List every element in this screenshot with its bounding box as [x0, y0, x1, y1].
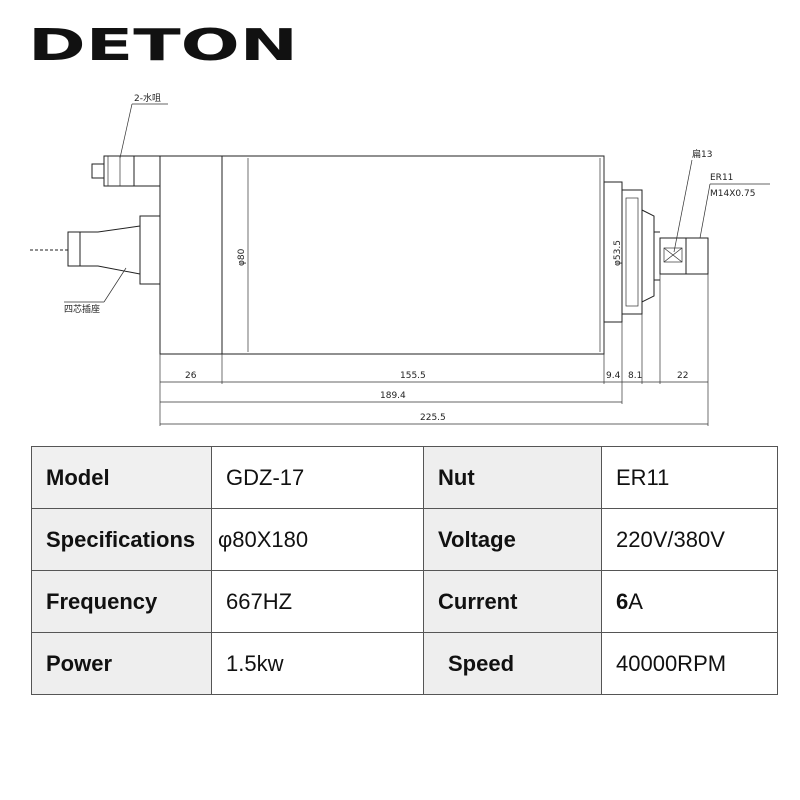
logo-text: DETON — [28, 24, 298, 64]
current-unit: A — [628, 588, 643, 614]
table-row: Model GDZ-17 Nut ER11 — [31, 446, 778, 509]
diameter-body: φ80 — [237, 248, 247, 266]
front-flange — [603, 181, 660, 323]
current-label: Current — [423, 570, 602, 633]
dim-155-5: 155.5 — [400, 371, 426, 381]
nut-value: ER11 — [601, 446, 778, 509]
dim-26: 26 — [185, 371, 197, 381]
dim-8-1: 8.1 — [628, 371, 642, 381]
table-row: Power 1.5kw Speed 40000RPM — [31, 632, 778, 695]
er11-nut — [659, 237, 709, 275]
dim-22: 22 — [677, 371, 688, 381]
callouts: 2-水咀 四芯插座 扁13 ER11 M14X0.75 — [64, 92, 770, 315]
table-row: Specifications φ80X180 Voltage 220V/380V — [31, 508, 778, 571]
specifications-value: φ80X180 — [211, 508, 424, 571]
spec-table: Model GDZ-17 Nut ER11 Specifications φ80… — [31, 446, 778, 695]
callout-thread: M14X0.75 — [710, 189, 755, 199]
water-nozzle — [91, 155, 161, 187]
spindle-body — [159, 155, 605, 355]
dim-225-5: 225.5 — [420, 413, 446, 423]
callout-flat: 扁13 — [692, 148, 712, 160]
voltage-label: Voltage — [423, 508, 602, 571]
speed-value: 40000RPM — [601, 632, 778, 695]
frequency-value: 667HZ — [211, 570, 424, 633]
table-row: Frequency 667HZ Current 6A — [31, 570, 778, 633]
callout-water-nozzle: 2-水咀 — [134, 92, 161, 104]
dim-189-4: 189.4 — [380, 391, 406, 401]
model-label: Model — [31, 446, 212, 509]
current-value: 6A — [601, 570, 778, 633]
power-label: Power — [31, 632, 212, 695]
four-core-connector — [30, 215, 161, 285]
callout-collet: ER11 — [710, 173, 733, 183]
speed-label: Speed — [423, 632, 602, 695]
current-number: 6 — [616, 588, 629, 614]
spindle-technical-drawing: 2-水咀 四芯插座 扁13 ER11 M14X0.75 φ80 φ53.5 26… — [30, 92, 770, 426]
dim-9-4: 9.4 — [606, 371, 621, 381]
dimension-lines: 26 155.5 9.4 8.1 22 189.4 225.5 — [159, 274, 709, 426]
diameter-labels: φ80 φ53.5 — [237, 240, 623, 266]
nut-label: Nut — [423, 446, 602, 509]
power-value: 1.5kw — [211, 632, 424, 695]
model-value: GDZ-17 — [211, 446, 424, 509]
diameter-flange: φ53.5 — [613, 240, 623, 266]
deton-logo: DETON — [28, 24, 298, 64]
callout-connector: 四芯插座 — [64, 303, 100, 315]
specifications-label: Specifications — [31, 508, 212, 571]
frequency-label: Frequency — [31, 570, 212, 633]
voltage-value: 220V/380V — [601, 508, 778, 571]
